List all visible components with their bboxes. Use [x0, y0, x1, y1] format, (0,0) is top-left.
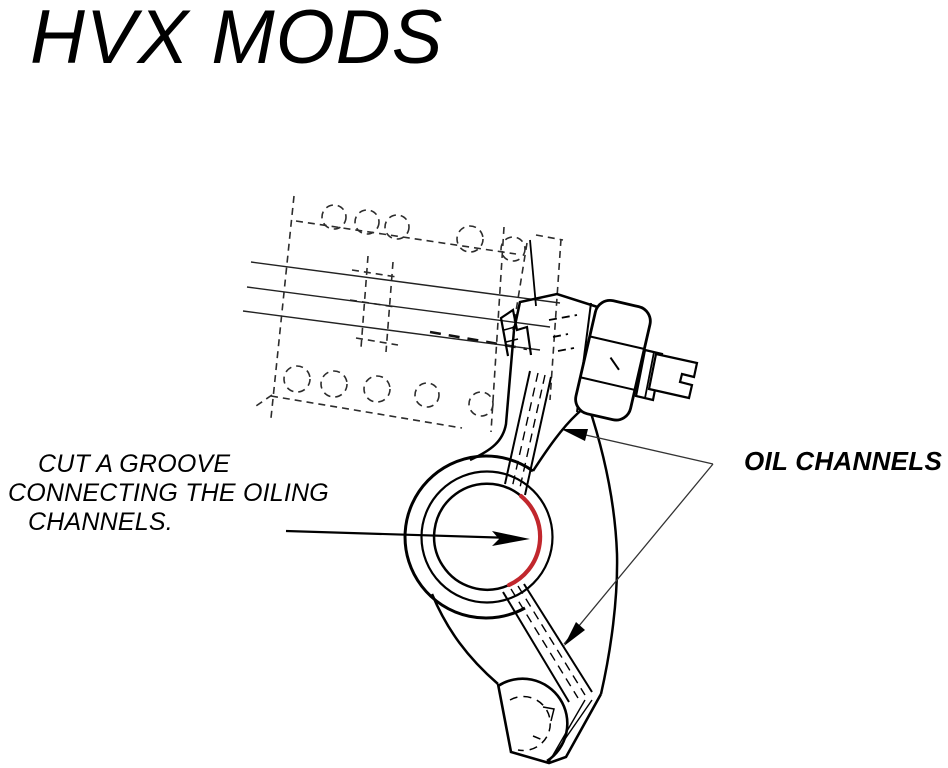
- valve-pad-hidden-lines: [509, 695, 551, 752]
- bolt-hole: [414, 382, 440, 408]
- arrow-head-icon: [564, 622, 585, 646]
- rocker-shaft-lines: [242, 261, 561, 351]
- pedestal-hidden-lines: [255, 195, 564, 433]
- groove-note-line2: CONNECTING THE OILING: [8, 479, 329, 507]
- adjuster-locknut: [574, 299, 652, 422]
- page-title: HVX MODS: [30, 0, 444, 80]
- bolt-hole: [354, 209, 380, 235]
- bolt-hole: [500, 236, 526, 262]
- oil-channels-label: OIL CHANNELS: [744, 446, 943, 476]
- arrow-head-icon: [561, 429, 588, 441]
- oil-channels-leader: [561, 429, 714, 646]
- groove-arrow: [285, 529, 530, 546]
- valve-pad: [496, 677, 603, 765]
- arrow-head-icon: [492, 531, 530, 546]
- bolt-hole: [456, 225, 484, 253]
- bolt-hole: [320, 370, 348, 398]
- bolt-hole: [468, 391, 494, 417]
- oil-channel-lower: [502, 583, 593, 703]
- bolt-hole: [321, 204, 347, 230]
- adjuster-screw-slot: [634, 348, 699, 402]
- groove-note-line3: CHANNELS.: [28, 508, 173, 536]
- bolt-hole: [384, 214, 410, 240]
- rocker-boss-circles: [403, 454, 554, 620]
- bolt-hole: [283, 365, 311, 393]
- groove-highlight-arc: [506, 493, 543, 588]
- groove-note-line1: CUT A GROOVE: [38, 450, 231, 478]
- adjuster-stem-line: [529, 239, 537, 307]
- oil-channel-upper: [504, 370, 552, 496]
- adjuster-screw-tip: [499, 308, 533, 357]
- hidden-thread-lines: [548, 314, 578, 352]
- bolt-hole: [363, 375, 391, 403]
